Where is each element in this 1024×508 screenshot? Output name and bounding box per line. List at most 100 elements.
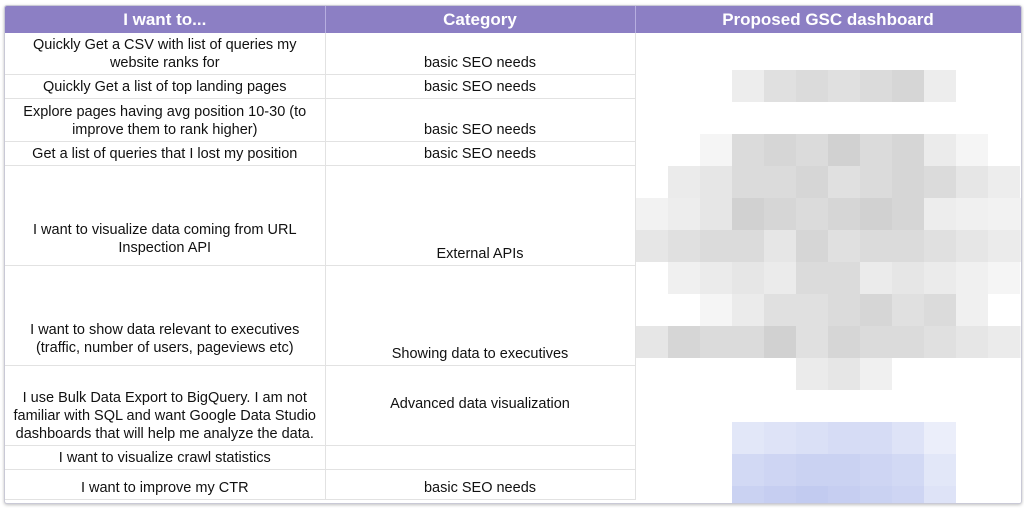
mosaic-tile	[892, 198, 924, 230]
table-row: Quickly Get a list of top landing pages …	[5, 74, 1021, 99]
mosaic-tile	[860, 70, 892, 102]
mosaic-tile	[828, 70, 860, 102]
mosaic-tile	[828, 326, 860, 358]
mosaic-tile	[924, 294, 956, 326]
category-cell[interactable]: basic SEO needs	[325, 141, 636, 166]
mosaic-tile	[700, 294, 732, 326]
table-row: Explore pages having avg position 10-30 …	[5, 98, 1021, 142]
mosaic-tile	[924, 326, 956, 358]
mosaic-tile	[828, 454, 860, 486]
mosaic-tile	[732, 454, 764, 486]
header-row: I want to... Category Proposed GSC dashb…	[5, 6, 1021, 33]
mosaic-tile	[796, 166, 828, 198]
mosaic-tile	[956, 294, 988, 326]
category-cell[interactable]: basic SEO needs	[325, 33, 636, 75]
mosaic-tile	[1020, 198, 1021, 230]
mosaic-tile	[764, 166, 796, 198]
want-cell[interactable]: I want to show data relevant to executiv…	[5, 265, 326, 366]
mosaic-tile	[828, 198, 860, 230]
want-cell[interactable]: I want to visualize data coming from URL…	[5, 165, 326, 266]
spreadsheet: I want to... Category Proposed GSC dashb…	[4, 5, 1022, 504]
header-category[interactable]: Category	[325, 6, 636, 33]
mosaic-tile	[764, 134, 796, 166]
mosaic-tile	[796, 230, 828, 262]
mosaic-tile	[828, 358, 860, 390]
mosaic-tile	[828, 486, 860, 503]
table-row: I want to show data relevant to executiv…	[5, 265, 1021, 366]
pixelated-dashboard-preview	[636, 34, 1021, 503]
mosaic-tile	[700, 230, 732, 262]
mosaic-tile	[892, 326, 924, 358]
want-cell[interactable]: Explore pages having avg position 10-30 …	[5, 98, 326, 142]
mosaic-tile	[892, 70, 924, 102]
mosaic-tile	[700, 166, 732, 198]
category-cell[interactable]: basic SEO needs	[325, 98, 636, 142]
mosaic-tile	[956, 230, 988, 262]
mosaic-tile	[764, 230, 796, 262]
mosaic-tile	[796, 70, 828, 102]
mosaic-tile	[860, 198, 892, 230]
want-cell[interactable]: Get a list of queries that I lost my pos…	[5, 141, 326, 166]
mosaic-tile	[732, 486, 764, 503]
mosaic-tile	[668, 166, 700, 198]
mosaic-tile	[764, 326, 796, 358]
mosaic-tile	[924, 70, 956, 102]
mosaic-tile	[668, 262, 700, 294]
mosaic-tile	[796, 326, 828, 358]
mosaic-tile	[860, 294, 892, 326]
mosaic-tile	[732, 198, 764, 230]
want-cell[interactable]: Quickly Get a CSV with list of queries m…	[5, 33, 326, 75]
mosaic-tile	[732, 294, 764, 326]
want-cell[interactable]: I want to visualize crawl statistics	[5, 445, 326, 470]
category-cell[interactable]	[325, 445, 636, 470]
mosaic-tile	[924, 166, 956, 198]
mosaic-tile	[828, 262, 860, 294]
mosaic-tile	[924, 198, 956, 230]
want-cell[interactable]: I use Bulk Data Export to BigQuery. I am…	[5, 365, 326, 446]
mosaic-tile	[700, 134, 732, 166]
header-proposed-dashboard[interactable]: Proposed GSC dashboard	[635, 6, 1021, 33]
mosaic-tile	[796, 294, 828, 326]
mosaic-tile	[860, 326, 892, 358]
mosaic-tile	[860, 454, 892, 486]
want-cell[interactable]: Quickly Get a list of top landing pages	[5, 74, 326, 99]
mosaic-tile	[732, 422, 764, 454]
mosaic-tile	[764, 294, 796, 326]
mosaic-tile	[764, 486, 796, 503]
mosaic-tile	[732, 230, 764, 262]
header-i-want-to[interactable]: I want to...	[5, 6, 326, 33]
mosaic-tile	[668, 326, 700, 358]
mosaic-tile	[956, 198, 988, 230]
mosaic-tile	[828, 422, 860, 454]
mosaic-tile	[796, 454, 828, 486]
mosaic-tile	[988, 166, 1020, 198]
table-row: Get a list of queries that I lost my pos…	[5, 141, 1021, 166]
table-row: I want to improve my CTR basic SEO needs	[5, 469, 1021, 500]
mosaic-tile	[764, 454, 796, 486]
mosaic-tile	[924, 134, 956, 166]
mosaic-tile	[668, 198, 700, 230]
mosaic-tile	[892, 262, 924, 294]
mosaic-tile	[764, 262, 796, 294]
category-cell[interactable]: basic SEO needs	[325, 469, 636, 500]
mosaic-tile	[956, 262, 988, 294]
mosaic-tile	[732, 262, 764, 294]
category-cell[interactable]: basic SEO needs	[325, 74, 636, 99]
category-cell[interactable]: Advanced data visualization	[325, 365, 636, 446]
mosaic-tile	[860, 230, 892, 262]
mosaic-tile	[636, 198, 668, 230]
want-cell[interactable]: I want to improve my CTR	[5, 469, 326, 500]
mosaic-tile	[764, 198, 796, 230]
mosaic-tile	[732, 326, 764, 358]
category-cell[interactable]: External APIs	[325, 165, 636, 266]
mosaic-tile	[860, 134, 892, 166]
mosaic-tile	[732, 134, 764, 166]
mosaic-tile	[988, 326, 1020, 358]
category-cell[interactable]: Showing data to executives	[325, 265, 636, 366]
dashboard-table: I want to... Category Proposed GSC dashb…	[5, 6, 1021, 500]
mosaic-tile	[1020, 326, 1021, 358]
mosaic-tile	[1020, 230, 1021, 262]
mosaic-tile	[892, 230, 924, 262]
mosaic-tile	[764, 70, 796, 102]
mosaic-tile	[924, 262, 956, 294]
